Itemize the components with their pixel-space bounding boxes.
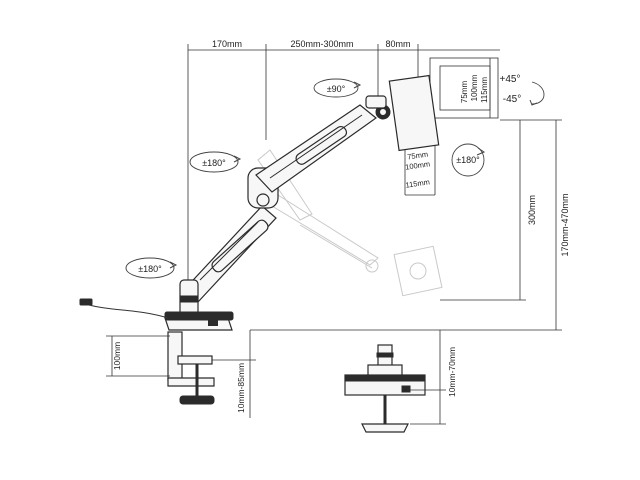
arm-upper-rotation-label: ±180° (202, 158, 226, 168)
dim-170-470mm: 170mm-470mm (560, 193, 570, 256)
clamp-dimension-lines (106, 330, 256, 418)
usb-cable (79, 298, 169, 319)
lower-arm (181, 205, 277, 303)
grommet-dimension-lines (410, 330, 446, 425)
top-dimension-lines (187, 44, 500, 310)
tilt-down-label: -45° (503, 94, 521, 105)
dim-250-300mm: 250mm-300mm (290, 39, 353, 49)
arm-lower-rotation-label: ±180° (138, 264, 162, 274)
upper-arm (255, 104, 377, 193)
rotation-arrow-arm-lower (125, 257, 178, 279)
vesa-100mm-label: 100mm (470, 74, 479, 101)
clamp-100mm-label: 100mm (112, 342, 122, 370)
rotation-arrow-swivel-head (313, 78, 362, 98)
screen-rotation-label: ±180° (456, 155, 480, 165)
head-joint (365, 95, 391, 120)
pole-and-base (164, 279, 234, 331)
dim-80mm: 80mm (385, 39, 410, 49)
rotation-arrow-arm-upper (189, 151, 242, 173)
grommet-10-70mm-label: 10mm-70mm (447, 347, 457, 397)
tilt-arrow (529, 81, 545, 106)
vesa-115mm-bottom-label: 115mm (405, 177, 430, 189)
tilt-up-label: +45° (500, 74, 521, 85)
dim-170mm: 170mm (212, 39, 242, 49)
desk-clamp (167, 331, 215, 405)
rotation-arrow-screen (451, 143, 486, 177)
vesa-plate (388, 74, 440, 152)
vesa-75mm-bottom-label: 75mm (407, 150, 429, 162)
grommet-mount (344, 344, 426, 433)
swivel-head-label: ±90° (327, 84, 346, 94)
vesa-size-outlines (404, 57, 499, 196)
vesa-75mm-label: 75mm (460, 81, 469, 104)
right-dimension-lines (250, 119, 562, 331)
dim-300mm: 300mm (527, 195, 537, 225)
clamp-10-85mm-label: 10mm-85mm (236, 363, 246, 413)
vesa-100mm-bottom-label: 100mm (405, 159, 431, 171)
vesa-115mm-label: 115mm (480, 77, 489, 103)
